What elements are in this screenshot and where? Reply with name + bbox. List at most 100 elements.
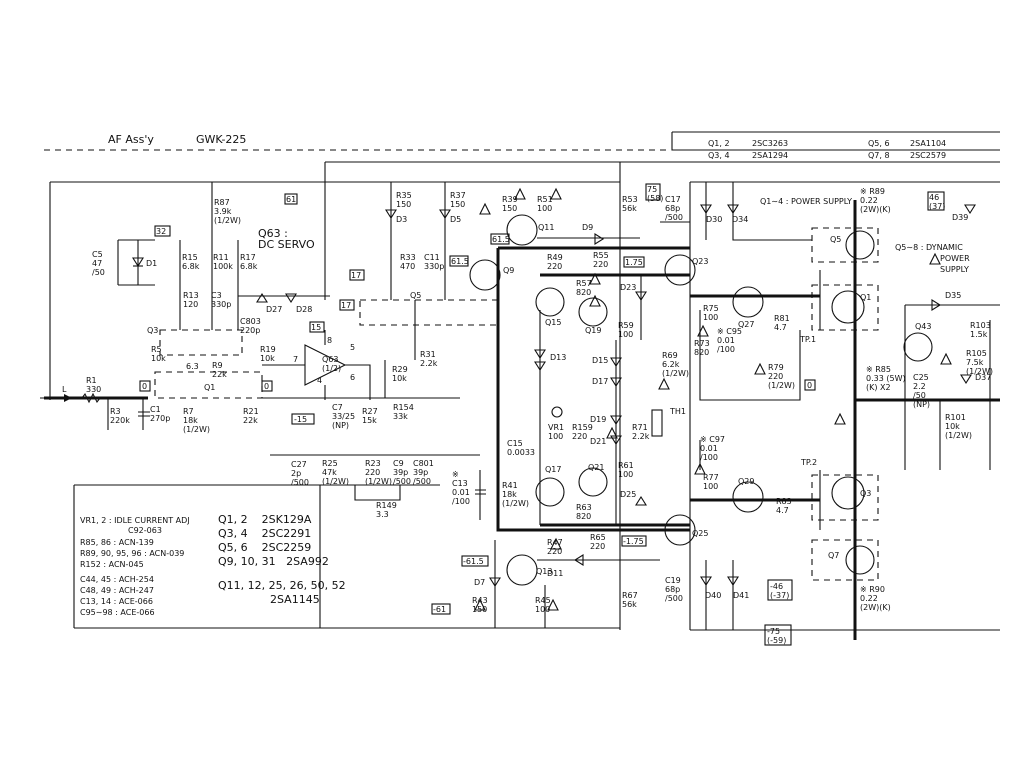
dynamic-ps-line3: SUPPLY: [940, 265, 969, 274]
Q15-label: Q15: [545, 318, 561, 327]
transistor-part-4: 2SC2579: [910, 151, 946, 160]
safety-warning-icon: [514, 187, 526, 200]
D28-label: D28: [296, 305, 312, 314]
legend-line-4: R89, 90, 95, 96 : ACN-039: [80, 549, 184, 558]
power-supply-label: Q1∼4 : POWER SUPPLY: [760, 197, 852, 206]
safety-warning-icon: [589, 272, 601, 285]
dynamic-ps-line1: Q5∼8 : DYNAMIC: [895, 243, 963, 252]
legend-line-2: C92-063: [128, 526, 162, 535]
Q3-out-label: Q3: [860, 489, 871, 498]
tag-1.75: 1.75: [625, 258, 643, 267]
Q13-label: Q13: [536, 567, 552, 576]
D17-label: D17: [592, 377, 608, 386]
tag-61: 61: [286, 195, 296, 204]
safety-warning-icon: [658, 377, 670, 390]
tag-0a: 0: [142, 382, 147, 391]
safety-warning-icon: [547, 598, 559, 611]
D37-label: D37: [975, 373, 991, 382]
Q63-label: Q63(1/2): [322, 355, 341, 373]
transistor-ref-3: Q5, 6: [868, 139, 890, 148]
dc-servo-label: DC SERVO: [258, 238, 315, 251]
legend-tr-6: 2SA1145: [270, 593, 320, 606]
safety-warning-icon: [606, 426, 618, 439]
Q27-label: Q27: [738, 320, 754, 329]
legend-line-3: R85, 86 : ACN-139: [80, 538, 154, 547]
transistor-part-2: 2SA1294: [752, 151, 788, 160]
tag-minus15: -15: [294, 415, 307, 424]
safety-warning-icon: [694, 462, 706, 475]
D40-label: D40: [705, 591, 721, 600]
tag-15: 15: [311, 323, 321, 332]
safety-warning-icon: [550, 187, 562, 200]
model-label: GWK-225: [196, 133, 246, 146]
safety-warning-icon: [479, 202, 491, 215]
TH1-label: TH1: [669, 407, 686, 416]
transistor-ref-1: Q1, 2: [708, 139, 730, 148]
voltage-6.3: 6.3: [186, 362, 199, 371]
Q11-label: Q11: [538, 223, 554, 232]
safety-warning-icon: [834, 412, 846, 425]
D27-label: D27: [266, 305, 282, 314]
tag-61.5b: 61.5: [451, 257, 469, 266]
D34-label: D34: [732, 215, 748, 224]
Q1-out-label: Q1: [860, 293, 871, 302]
safety-warning-icon: [550, 537, 562, 550]
Q23-label: Q23: [692, 257, 708, 266]
tag-17a: 17: [351, 271, 361, 280]
pin-6: 6: [350, 373, 355, 382]
title-block: AF Ass'y GWK-225 Q1, 2 2SC3263 Q3, 4 2SA…: [44, 131, 1000, 160]
Q7-out-label: Q7: [828, 551, 839, 560]
legend-line-7: C48, 49 : ACH-247: [80, 586, 154, 595]
D25-label: D25: [620, 490, 636, 499]
D39-label: D39: [952, 213, 968, 222]
Q19-label: Q19: [585, 326, 601, 335]
tag-0c: 0: [807, 381, 812, 390]
safety-warning-icon: [929, 252, 941, 265]
legend-line-1: VR1, 2 : IDLE CURRENT ADJ: [80, 516, 190, 525]
Q5-label: Q5: [410, 291, 421, 300]
safety-warning-icon: [474, 598, 486, 611]
tag-17b: 17: [341, 301, 351, 310]
tag-61.5a: 61.5: [492, 235, 510, 244]
Q21-label: Q21: [588, 463, 604, 472]
safety-warning-icon: [940, 352, 952, 365]
pin-8: 8: [327, 336, 332, 345]
